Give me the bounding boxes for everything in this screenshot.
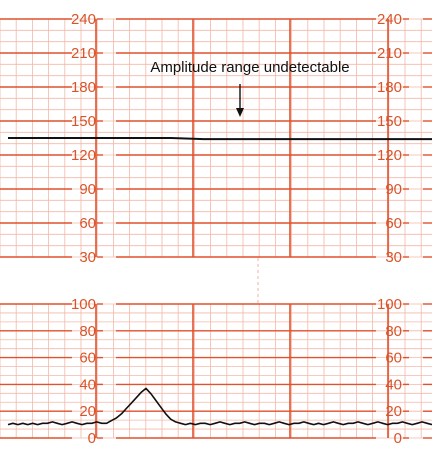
fhr-tick-label: 30	[385, 249, 402, 266]
fhr-tick-label: 180	[71, 79, 96, 96]
uc-tick-label: 40	[385, 376, 402, 393]
fhr-tick-label: 30	[79, 249, 96, 266]
fhr-tick-labels: 30 30 60 60 90 90 120 120 150 150 180 180 210 210 240 2…	[71, 11, 402, 266]
uc-panel: 0 0 20 20 40 40 60 60 80 80 100 100	[0, 296, 432, 447]
fhr-tick-label: 210	[377, 45, 402, 62]
uc-tick-labels: 0 0 20 20 40 40 60 60 80 80 100 100	[71, 296, 402, 447]
uc-tick-label: 60	[79, 350, 96, 367]
uc-tick-label: 100	[377, 296, 402, 313]
fhr-tick-label: 240	[377, 11, 402, 28]
fhr-tick-label: 60	[385, 215, 402, 232]
uc-tick-label: 80	[385, 323, 402, 340]
fhr-tick-label: 210	[71, 45, 96, 62]
fhr-tick-label: 150	[71, 113, 96, 130]
fhr-panel: 30 30 60 60 90 90 120 120 150 150 180 180 210 210 240 2…	[0, 11, 432, 266]
uc-tick-label: 60	[385, 350, 402, 367]
fhr-trace-line	[8, 137, 432, 141]
fhr-tick-label: 150	[377, 113, 402, 130]
fhr-tick-label: 120	[377, 147, 402, 164]
fhr-tick-label: 90	[79, 181, 96, 198]
uc-tick-label: 0	[88, 430, 96, 447]
fhr-tick-label: 180	[377, 79, 402, 96]
uc-trace-line	[7, 387, 432, 426]
fhr-tick-label: 120	[71, 147, 96, 164]
fhr-tick-label: 240	[71, 11, 96, 28]
uc-tick-label: 80	[79, 323, 96, 340]
uc-tick-label: 20	[385, 403, 402, 420]
uc-tick-label: 100	[71, 296, 96, 313]
annotation-arrow	[236, 84, 244, 117]
uc-tick-label: 0	[394, 430, 402, 447]
uc-grid	[0, 303, 432, 439]
uc-tick-label: 40	[79, 376, 96, 393]
fhr-tick-label: 90	[385, 181, 402, 198]
fhr-grid	[0, 18, 432, 258]
annotation-text: Amplitude range undetectable	[150, 59, 349, 76]
uc-tick-label: 20	[79, 403, 96, 420]
fhr-tick-label: 60	[79, 215, 96, 232]
